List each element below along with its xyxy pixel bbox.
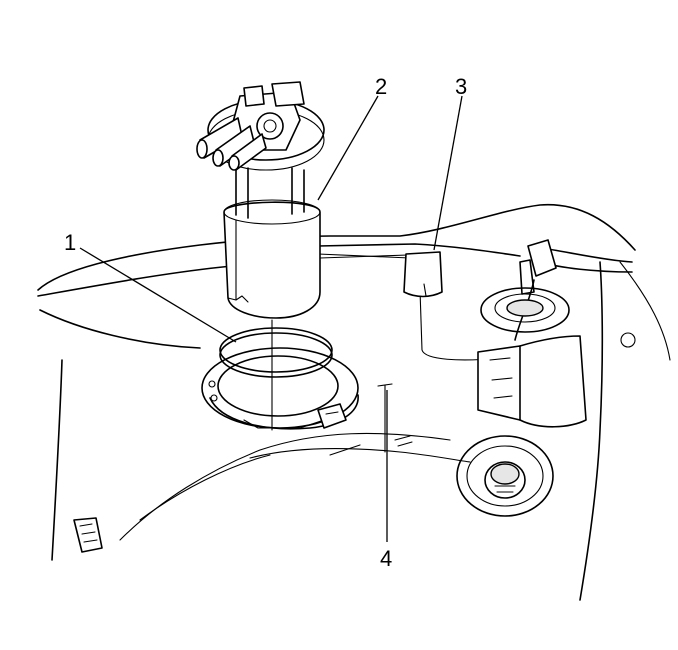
- leader-3: [433, 95, 463, 251]
- tank-opening: [201, 347, 359, 430]
- callout-1: 1: [64, 230, 76, 255]
- leader-lines: [79, 95, 463, 542]
- bracket-clip: [73, 517, 103, 553]
- leader-2: [317, 95, 379, 201]
- callout-4: 4: [380, 546, 392, 571]
- fuel-pump-module: [196, 81, 325, 319]
- fuel-level-sender: [319, 251, 443, 298]
- fuel-tank: [37, 203, 671, 601]
- leader-1: [79, 247, 237, 343]
- vent-port: [456, 435, 554, 517]
- callout-3: 3: [455, 74, 467, 99]
- callout-2: 2: [375, 74, 387, 99]
- seal-ring: [219, 327, 333, 378]
- filler-neck: [477, 239, 633, 428]
